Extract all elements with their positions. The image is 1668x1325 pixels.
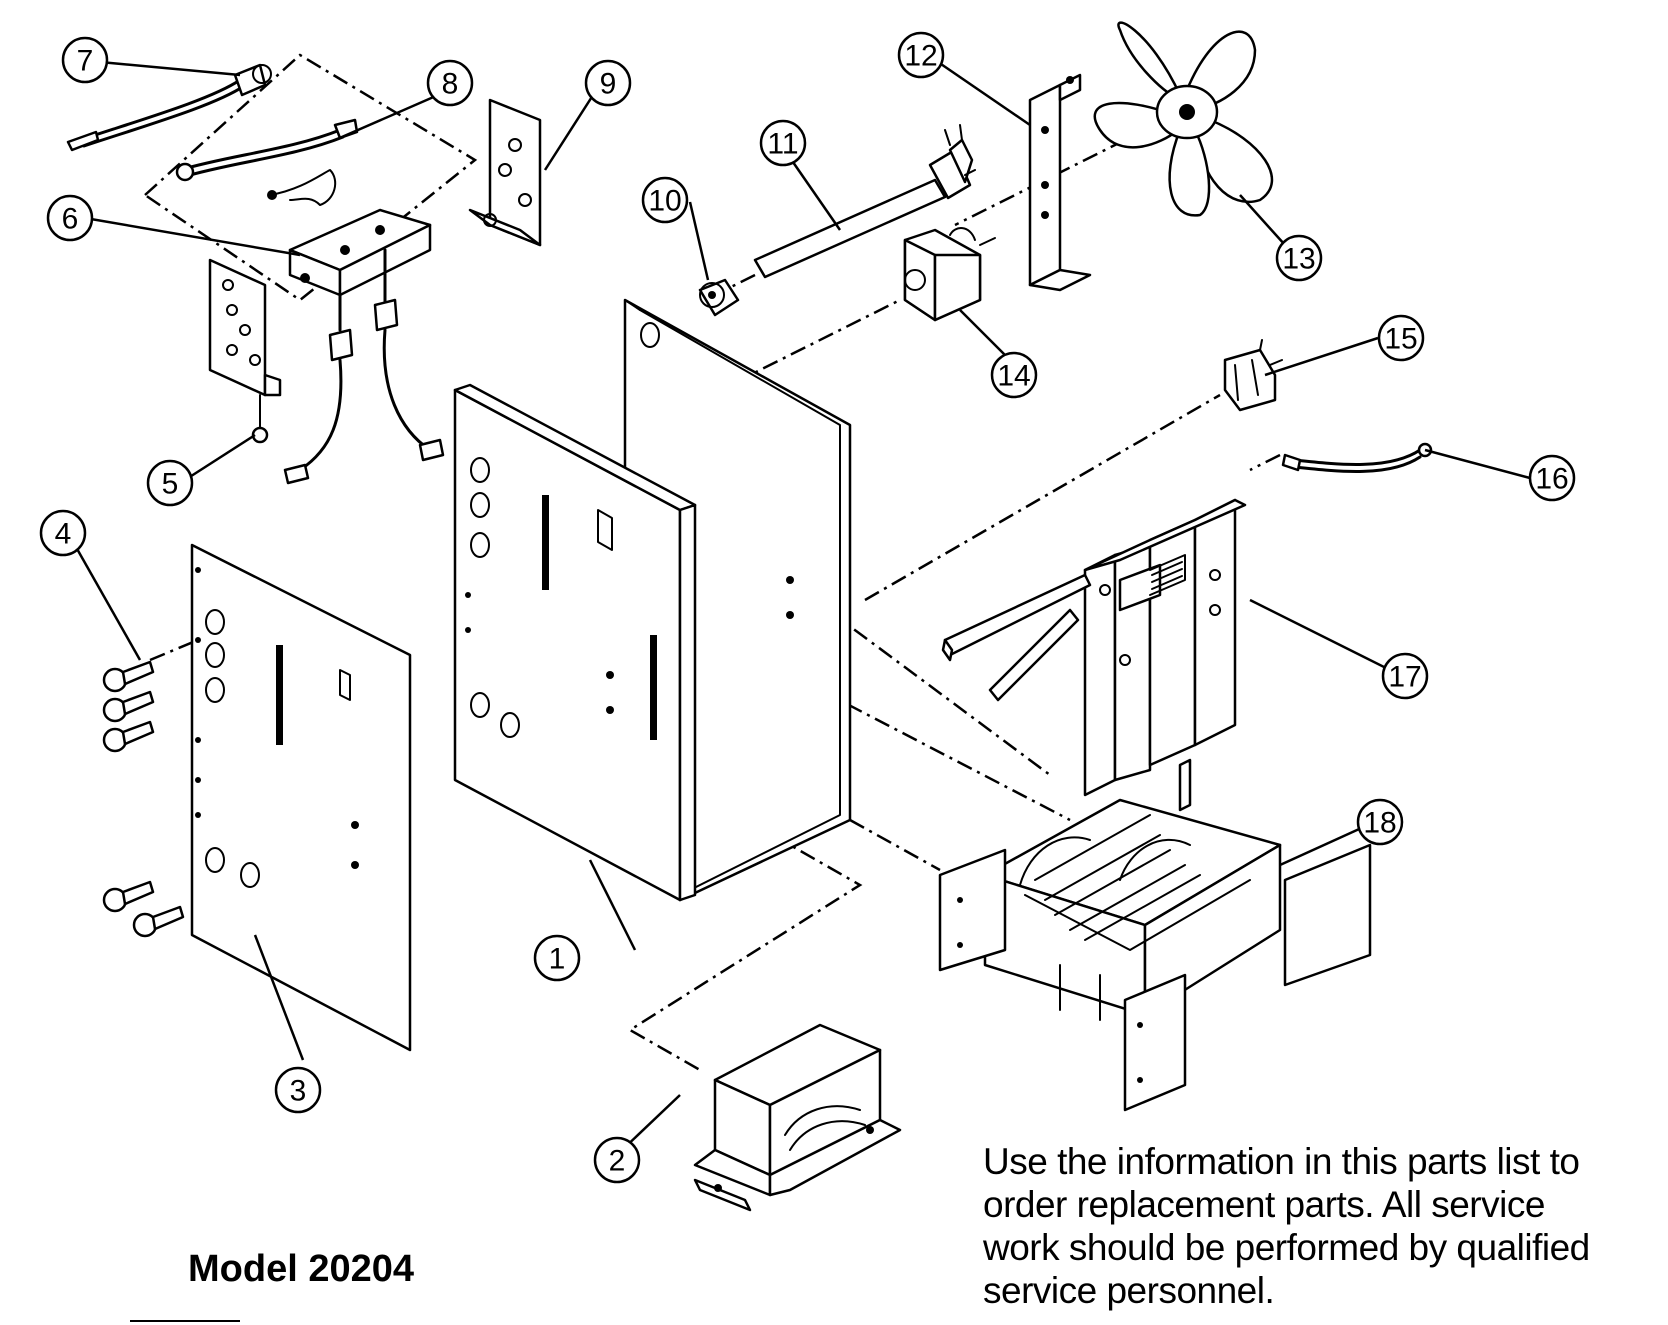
callout-18: 18 xyxy=(1356,798,1404,846)
bottom-rule xyxy=(130,1320,240,1322)
svg-text:1: 1 xyxy=(549,943,566,976)
callout-3: 3 xyxy=(274,1066,322,1114)
callout-12: 12 xyxy=(897,31,945,79)
svg-text:10: 10 xyxy=(648,185,681,218)
svg-text:12: 12 xyxy=(904,40,937,73)
callout-13: 13 xyxy=(1275,234,1323,282)
part-9-bracket xyxy=(468,98,542,247)
callout-7: 7 xyxy=(61,36,109,84)
callout-15: 15 xyxy=(1377,314,1425,362)
model-label: Model 20204 xyxy=(188,1248,414,1290)
callout-2: 2 xyxy=(593,1136,641,1184)
svg-text:4: 4 xyxy=(55,518,72,551)
svg-text:9: 9 xyxy=(600,68,617,101)
part-2-small-transformer xyxy=(693,1023,902,1212)
svg-text:6: 6 xyxy=(62,203,79,236)
part-6-bracket xyxy=(283,208,445,485)
parts-info-note: Use the information in this parts list t… xyxy=(983,1141,1590,1311)
part-5-bracket xyxy=(208,258,282,444)
part-18-transformer xyxy=(938,758,1372,1112)
part-15-switch xyxy=(1223,339,1283,412)
svg-text:8: 8 xyxy=(442,68,459,101)
callout-8: 8 xyxy=(426,59,474,107)
svg-text:5: 5 xyxy=(162,468,179,501)
part-12-fan-bracket xyxy=(1028,73,1092,292)
callout-6: 6 xyxy=(46,194,94,242)
part-16-wire xyxy=(1281,442,1433,473)
callout-17: 17 xyxy=(1381,652,1429,700)
part-13-fan-blade xyxy=(1093,21,1274,217)
part-8-wires xyxy=(175,118,359,206)
svg-text:2: 2 xyxy=(609,1145,626,1178)
svg-text:13: 13 xyxy=(1282,243,1315,276)
svg-text:7: 7 xyxy=(77,45,94,78)
svg-text:17: 17 xyxy=(1388,661,1421,694)
part-14-motor xyxy=(903,227,996,322)
part-4-screws xyxy=(102,660,185,938)
callout-10: 10 xyxy=(641,176,689,224)
callout-9: 9 xyxy=(584,59,632,107)
part-11-power-cord xyxy=(753,124,976,279)
callout-11: 11 xyxy=(759,119,807,167)
part-7-cord xyxy=(66,63,272,152)
svg-text:15: 15 xyxy=(1384,323,1417,356)
callout-1: 1 xyxy=(533,934,581,982)
part-3-panel xyxy=(190,543,412,1052)
part-1-cabinet xyxy=(453,298,852,902)
callout-4: 4 xyxy=(39,509,87,557)
svg-text:18: 18 xyxy=(1363,807,1396,840)
callout-16: 16 xyxy=(1528,454,1576,502)
callout-14: 14 xyxy=(990,351,1038,399)
part-10-strain-relief xyxy=(698,278,740,317)
callout-5: 5 xyxy=(146,459,194,507)
leader-lines xyxy=(70,60,1531,1153)
svg-text:11: 11 xyxy=(767,128,798,161)
part-17-heatsink xyxy=(941,498,1247,797)
svg-text:3: 3 xyxy=(290,1075,307,1108)
svg-text:16: 16 xyxy=(1535,463,1568,496)
svg-text:14: 14 xyxy=(997,360,1030,393)
